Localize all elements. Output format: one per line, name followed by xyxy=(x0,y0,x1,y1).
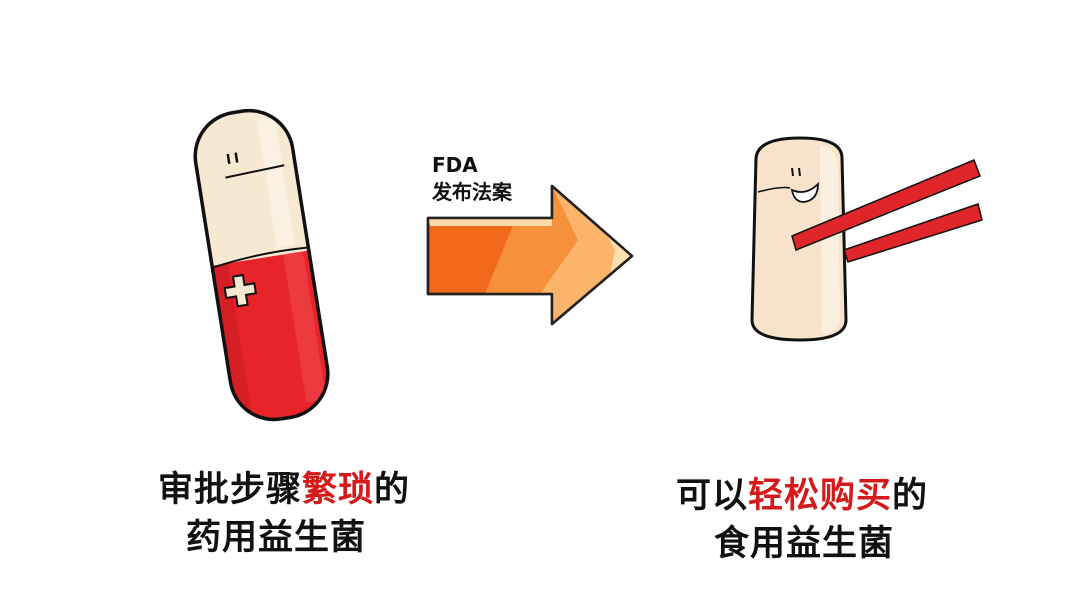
right-caption-line2: 食用益生菌 xyxy=(714,524,895,564)
left-caption: 审批步骤繁琐的 药用益生菌 xyxy=(158,466,410,562)
left-caption-line1: 审批步骤繁琐的 xyxy=(158,466,410,514)
right-caption: 可以轻松购买的 食用益生菌 xyxy=(676,472,928,568)
right-caption-pre: 可以 xyxy=(676,476,749,516)
arrow-right-icon xyxy=(426,184,634,326)
right-caption-line1: 可以轻松购买的 xyxy=(676,472,928,520)
left-caption-line2: 药用益生菌 xyxy=(186,518,367,558)
arrow-label: FDA 发布法案 xyxy=(432,152,512,206)
arrow-label-line1: FDA xyxy=(432,153,478,177)
left-caption-post: 的 xyxy=(374,470,411,510)
medicine-capsule-icon xyxy=(188,104,335,426)
right-caption-post: 的 xyxy=(892,476,929,516)
chopsticks-icon xyxy=(791,159,983,263)
left-caption-pre: 审批步骤 xyxy=(158,470,303,510)
right-caption-highlight: 轻松购买 xyxy=(748,476,893,516)
arrow-label-line2: 发布法案 xyxy=(432,180,512,204)
left-caption-highlight: 繁琐 xyxy=(302,470,375,510)
